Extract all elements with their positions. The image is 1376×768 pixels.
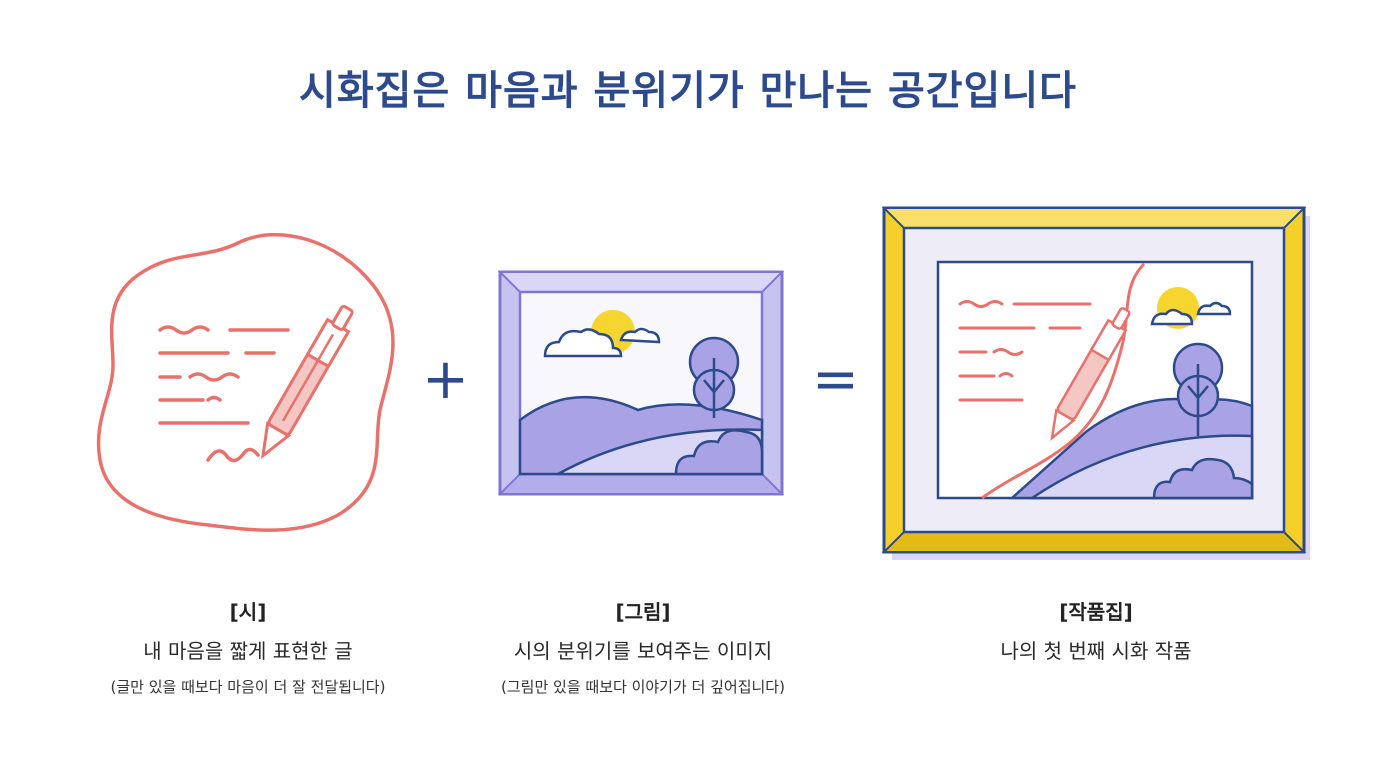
plus-sign: + xyxy=(422,347,469,412)
poetry-painting-frame-icon xyxy=(882,206,1310,560)
poem-illustration xyxy=(88,225,408,545)
picture-caption-title: [그림] xyxy=(615,600,671,624)
poem-caption: [시] 내 마음을 짧게 표현한 글 (글만 있을 때보다 마음이 더 잘 전달… xyxy=(38,596,458,697)
picture-caption-note: (그림만 있을 때보다 이야기가 더 깊어집니다) xyxy=(501,678,785,696)
artwork-illustration xyxy=(882,206,1312,562)
poem-pen-icon xyxy=(96,233,395,532)
picture-caption-description: 시의 분위기를 보여주는 이미지 xyxy=(513,639,773,663)
poem-caption-title: [시] xyxy=(229,600,267,624)
artwork-caption-description: 나의 첫 번째 시화 작품 xyxy=(1000,639,1192,663)
artwork-caption-title: [작품집] xyxy=(1059,600,1133,624)
landscape-frame-icon xyxy=(498,270,784,496)
poem-caption-description: 내 마음을 짧게 표현한 글 xyxy=(143,639,353,663)
artwork-caption: [작품집] 나의 첫 번째 시화 작품 xyxy=(886,596,1306,676)
equals-sign: = xyxy=(812,347,859,412)
poem-caption-note: (글만 있을 때보다 마음이 더 잘 전달됩니다) xyxy=(110,678,386,696)
picture-caption: [그림] 시의 분위기를 보여주는 이미지 (그림만 있을 때보다 이야기가 더… xyxy=(433,596,853,697)
page-title: 시화집은 마음과 분위기가 만나는 공간입니다 xyxy=(299,68,1077,114)
picture-illustration xyxy=(498,270,784,496)
